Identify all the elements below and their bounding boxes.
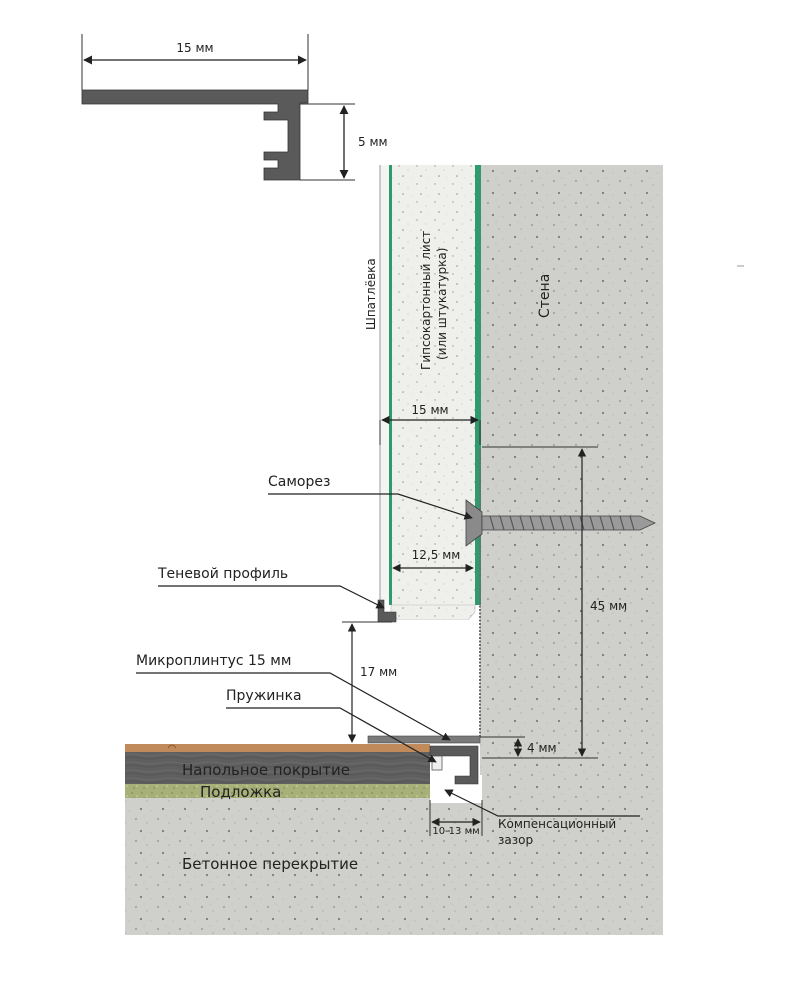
screw-head bbox=[465, 499, 483, 547]
floor-covering-label: Напольное покрытие bbox=[182, 761, 350, 779]
floor-covering-body bbox=[125, 752, 430, 784]
drywall-edge-left bbox=[389, 165, 392, 605]
screw-callout-label: Саморез bbox=[268, 474, 330, 490]
dimensions: 15 мм 12,5 мм 45 мм 17 мм 4 мм 10-13 мм bbox=[342, 403, 627, 837]
screw-leader bbox=[268, 493, 473, 520]
screw-height-label: 45 мм bbox=[590, 599, 627, 613]
putty-layer bbox=[380, 165, 389, 600]
shadow-gap bbox=[384, 448, 481, 738]
spring-clip bbox=[431, 755, 443, 771]
wall-label: Стена bbox=[537, 274, 553, 318]
comp-gap-callout-line1: Компенсационный bbox=[498, 817, 616, 831]
floor-top-veneer bbox=[125, 744, 430, 752]
spring-callout-label: Пружинка bbox=[226, 688, 302, 704]
drywall-edge-right bbox=[475, 165, 481, 605]
shadow-profile-callout-label: Теневой профиль bbox=[157, 566, 288, 582]
comp-gap-callout-line2: зазор bbox=[498, 833, 533, 847]
wall-concrete bbox=[480, 165, 663, 800]
micro-plinth-assembly bbox=[367, 735, 481, 785]
putty-label: Шпатлёвка bbox=[364, 258, 378, 330]
concrete-structure bbox=[125, 165, 663, 935]
screw bbox=[465, 499, 656, 547]
micro-plinth-callout-label: Микроплинтус 15 мм bbox=[136, 653, 291, 669]
drywall-thickness-label: 12,5 мм bbox=[412, 548, 461, 562]
wall-finish-thickness-label: 15 мм bbox=[411, 403, 448, 417]
drywall-label-line1: Гипсокартонный лист bbox=[419, 231, 433, 370]
plinth-body bbox=[429, 745, 479, 785]
slab-left-under-floor bbox=[125, 795, 480, 803]
underlay-label: Подложка bbox=[200, 783, 281, 801]
underlay-layer bbox=[125, 784, 430, 798]
shadow-gap-label: 17 мм bbox=[360, 665, 397, 679]
concrete-slab-label: Бетонное перекрытие bbox=[182, 855, 358, 873]
wall-finish bbox=[379, 165, 481, 621]
callouts: Саморез Теневой профиль Микроплинтус 15 … bbox=[136, 474, 640, 847]
plinth-top-bar bbox=[367, 735, 481, 744]
plinth-gap-label: 4 мм bbox=[527, 741, 557, 755]
drywall-label-line2: (или штукатурка) bbox=[435, 248, 449, 360]
shadow-profile-leader bbox=[158, 585, 385, 609]
profile-detail: 15 мм 5 мм bbox=[81, 34, 388, 181]
drywall-sheet bbox=[391, 165, 475, 605]
profile-height-label: 5 мм bbox=[358, 135, 388, 149]
micro-plinth-leader bbox=[136, 672, 451, 741]
profile-detail-shape bbox=[81, 89, 309, 181]
comp-gap-label: 10-13 мм bbox=[432, 826, 479, 837]
floor-build-up bbox=[125, 744, 430, 798]
profile-width-label: 15 мм bbox=[176, 41, 213, 55]
screw-shank bbox=[481, 515, 656, 531]
slab-concrete bbox=[125, 800, 663, 935]
spring-leader bbox=[226, 707, 437, 763]
comp-gap-leader bbox=[444, 789, 640, 817]
